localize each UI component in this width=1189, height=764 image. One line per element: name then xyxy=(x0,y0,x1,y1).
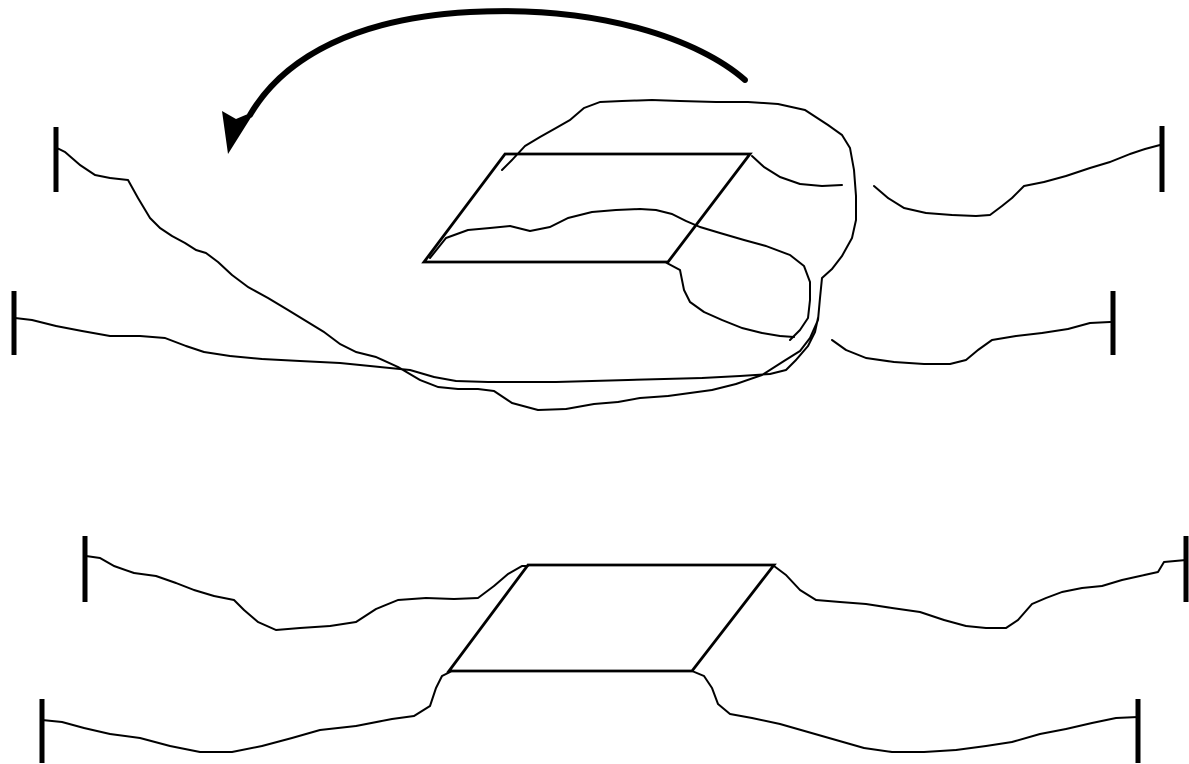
top-upper-rough-line xyxy=(57,100,1160,410)
bottom-lower-rough-line xyxy=(42,671,1138,752)
bottom-upper-rough-line xyxy=(86,556,1186,630)
bottom-panel xyxy=(42,536,1186,763)
bottom-upper-line-left xyxy=(86,556,528,630)
rotation-arrow-arc xyxy=(250,11,745,115)
rotation-arrow-head xyxy=(222,111,255,154)
bottom-upper-line-right xyxy=(774,560,1186,628)
flat-parallelogram-patch xyxy=(449,565,774,671)
curved-arrow-icon xyxy=(222,11,745,154)
top-lower-line-mid xyxy=(665,262,794,337)
top-upper-line-inner xyxy=(430,209,810,340)
top-lower-line-left xyxy=(15,318,818,382)
rotated-parallelogram-patch xyxy=(424,154,750,262)
bottom-lower-line-left xyxy=(42,671,452,752)
top-lower-line-right xyxy=(832,322,1110,364)
top-panel xyxy=(14,11,1162,410)
top-lower-rough-line xyxy=(15,262,1110,382)
bottom-lower-line-right xyxy=(692,671,1138,752)
top-upper-line-left xyxy=(57,100,856,410)
top-upper-line-right xyxy=(752,156,842,186)
top-upper-line-right-b xyxy=(874,145,1160,216)
